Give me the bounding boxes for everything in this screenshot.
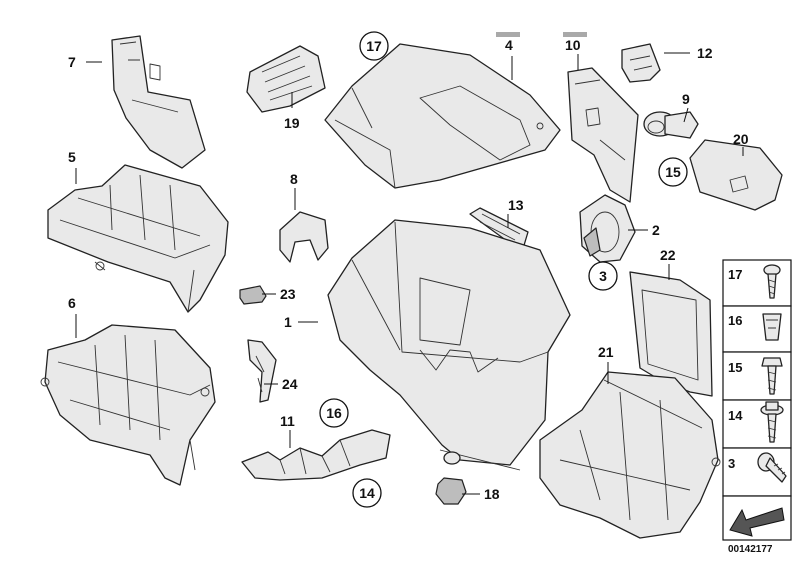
part-18-grommet [435,477,467,505]
callout-11: 11 [280,413,295,429]
callout-2: 2 [652,222,660,238]
callout-18: 18 [484,486,500,502]
circled-callout-14: 14 [352,478,382,508]
callout-24: 24 [282,376,298,392]
circled-callouts: 17 15 3 16 14 [319,31,688,508]
callout-13: 13 [508,197,524,213]
callout-23: 23 [280,286,296,302]
part-2-fan [579,194,636,263]
part-11-cover-strip [241,429,391,481]
part-9-grommet [643,111,699,139]
callout-12: 12 [697,45,713,61]
callout-5: 5 [68,149,76,165]
part-7-shield [111,35,206,169]
callout-9: 9 [682,91,690,107]
part-19-clip-plate [246,45,326,113]
svg-text:17: 17 [366,38,382,54]
callout-1: 1 [284,314,292,330]
part-4-cover [324,43,561,189]
legend-label-17: 17 [728,267,742,282]
svg-text:16: 16 [326,405,342,421]
callout-20: 20 [733,131,749,147]
part-22-frame [629,271,713,397]
arrow-symbol-icon [729,507,785,537]
callout-21: 21 [598,344,614,360]
callout-labels: 7 5 6 19 4 10 12 9 20 8 13 2 22 1 23 24 … [68,37,749,502]
circled-callout-3: 3 [588,261,618,291]
legend-label-14: 14 [728,408,743,423]
callout-6: 6 [68,295,76,311]
callout-10-tab [563,32,587,37]
flange-screw-icon [760,401,784,443]
callout-19: 19 [284,115,300,131]
expanding-rivet-icon [763,264,781,299]
part-8-clip [279,211,329,263]
legend-label-3: 3 [728,456,735,471]
part-10-bracket [567,67,639,203]
callout-8: 8 [290,171,298,187]
part-5-holder [47,164,229,313]
part-21-holder [539,371,721,539]
callout-22: 22 [660,247,676,263]
part-6-holder [40,324,216,486]
circled-callout-17: 17 [359,31,389,61]
clip-nut-icon [762,313,782,341]
svg-text:15: 15 [665,164,681,180]
part-24-strap [247,339,277,403]
circled-callout-16: 16 [319,398,349,428]
legend-label-16: 16 [728,313,742,328]
svg-text:3: 3 [599,268,607,284]
hex-screw-icon [761,357,783,395]
circled-callout-15: 15 [658,157,688,187]
callout-10: 10 [565,37,581,53]
callout-7: 7 [68,54,76,70]
callout-4: 4 [505,37,513,53]
document-number: 00142177 [728,544,773,555]
svg-text:14: 14 [359,485,375,501]
part-23-clip [239,285,267,305]
fastener-legend: 17 16 15 14 3 [722,259,792,541]
part-12-connector [621,43,661,83]
part-1-main-box [327,219,571,471]
round-head-screw-icon [757,452,787,483]
legend-label-15: 15 [728,360,742,375]
leader-lines [75,52,744,495]
part-20-duct [689,139,783,211]
callout-4-tab [496,32,520,37]
